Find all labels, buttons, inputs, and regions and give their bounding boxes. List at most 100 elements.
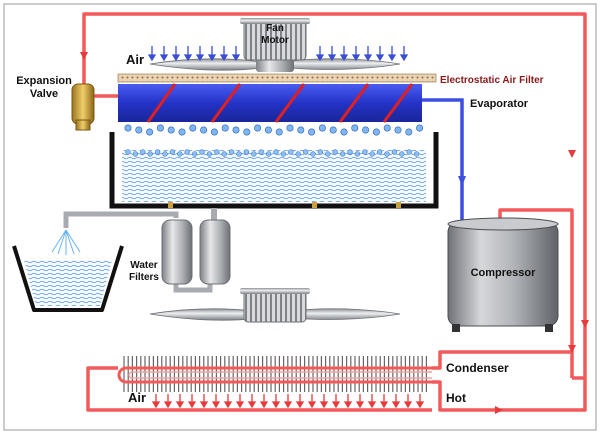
evaporator-label: Evaporator [470, 98, 529, 110]
droplet [189, 124, 197, 132]
droplet [221, 124, 229, 132]
air-arrow-down [363, 46, 373, 62]
droplet [399, 151, 405, 157]
fan-motor-top [149, 18, 401, 72]
air-arrow-down [171, 46, 181, 62]
hot-air-arrow [259, 394, 269, 409]
droplet [162, 151, 168, 157]
hot-air-arrow [247, 394, 257, 409]
droplet [206, 151, 213, 157]
droplet [391, 149, 398, 155]
water-collection-tank [109, 132, 439, 209]
compressor [447, 217, 559, 332]
droplet [132, 151, 139, 157]
droplet [369, 151, 375, 157]
hot-air-arrow [355, 394, 365, 409]
hot-air-arrow [187, 394, 197, 409]
droplet [288, 149, 294, 155]
air-arrow-down [339, 46, 349, 62]
hot-label: Hot [446, 391, 466, 405]
hot-air-arrows [151, 394, 425, 409]
hot-air-arrow [367, 394, 377, 409]
hot-air-arrow [307, 394, 317, 409]
compressor-label: Compressor [471, 267, 537, 279]
droplet [317, 149, 324, 155]
droplet [339, 151, 346, 157]
hot-air-arrow [175, 394, 185, 409]
air-arrow-down [147, 46, 157, 62]
hot-air-arrow [283, 394, 293, 409]
hot-air-arrow [319, 394, 329, 409]
droplet [154, 149, 161, 155]
droplet [214, 149, 220, 155]
droplet [286, 124, 294, 132]
droplet [310, 151, 316, 157]
droplet [125, 149, 131, 155]
droplet [383, 124, 391, 132]
droplet [273, 149, 279, 155]
evaporator-coil [118, 83, 422, 123]
droplet [200, 126, 208, 134]
hot-air-arrow [295, 394, 305, 409]
air-arrow-down [183, 46, 193, 62]
droplet [376, 149, 383, 155]
droplet [258, 149, 264, 155]
hot-air-arrow [415, 394, 425, 409]
droplet [318, 124, 326, 132]
fan-motor-bottom [149, 288, 401, 323]
droplet [199, 149, 205, 155]
hot-air-arrow [271, 394, 281, 409]
droplet [295, 151, 301, 157]
droplet [413, 151, 420, 157]
droplet [184, 149, 190, 155]
flow-arrows-red [80, 52, 589, 414]
droplet [124, 124, 132, 132]
expansion-valve-label-1: Expansion [16, 75, 72, 87]
droplet [351, 124, 359, 132]
droplet [354, 151, 361, 157]
hot-air-arrow [403, 394, 413, 409]
electrostatic-air-filter [117, 73, 437, 83]
droplet [254, 124, 262, 132]
droplet [156, 124, 164, 132]
droplet [232, 126, 240, 134]
droplet [325, 151, 331, 157]
droplet [265, 151, 272, 157]
air-arrow-down [327, 46, 337, 62]
electrostatic-filter-label: Electrostatic Air Filter [440, 75, 544, 86]
air-arrow-down [351, 46, 361, 62]
droplet [275, 128, 283, 136]
hot-air-arrow [331, 394, 341, 409]
flow-arrow-blue [458, 176, 466, 186]
droplet [347, 149, 353, 155]
condensate-droplets [124, 124, 424, 136]
air-label-bottom: Air [128, 390, 146, 405]
refrigerant-hot-line [82, 12, 587, 412]
air-arrow-down [387, 46, 397, 62]
air-label-top: Air [126, 52, 144, 67]
droplet [177, 151, 183, 157]
droplet [140, 149, 146, 155]
droplet [372, 128, 380, 136]
condenser-coil [117, 356, 432, 392]
hot-air-arrow [199, 394, 209, 409]
water-filters-label-1: Water [130, 260, 158, 271]
expansion-valve [71, 83, 118, 131]
droplet [384, 151, 390, 157]
droplet [167, 126, 175, 134]
droplet [362, 126, 370, 134]
frame-border [3, 3, 597, 431]
air-arrow-down [375, 46, 385, 62]
water-spray [51, 229, 81, 255]
hot-air-arrow [163, 394, 173, 409]
droplet [329, 126, 337, 134]
droplet [394, 126, 402, 134]
droplet [302, 149, 309, 155]
droplet [362, 149, 368, 155]
hot-air-arrow [379, 394, 389, 409]
droplet [210, 128, 218, 136]
droplet [406, 149, 412, 155]
droplet [405, 128, 413, 136]
